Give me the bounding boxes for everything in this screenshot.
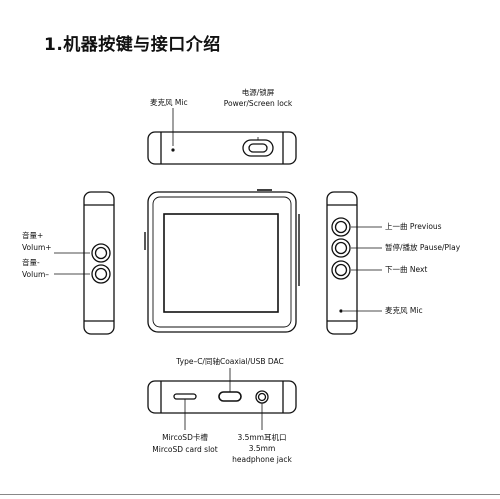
next-label: 下一曲 Next <box>385 265 427 275</box>
power-label-en: Power/Screen lock <box>205 99 311 109</box>
right-view-device <box>327 192 357 334</box>
vol-up-label-en: Volum+ <box>22 243 52 253</box>
right-mic-label: 麦克风 Mic <box>385 306 423 316</box>
vol-down-label-en: Volum– <box>22 270 49 280</box>
top-view-device <box>148 132 296 164</box>
bottom-view-device <box>148 381 296 413</box>
top-mic-hole <box>171 148 174 151</box>
previous-label: 上一曲 Previous <box>385 222 442 232</box>
jack-label-cn: 3.5mm耳机口 <box>222 433 302 443</box>
front-view-device <box>145 190 299 332</box>
vol-up-label-cn: 音量+ <box>22 231 43 241</box>
jack-label-mm: 3.5mm <box>222 444 302 454</box>
power-label-cn: 电源/锁屏 <box>210 88 306 98</box>
bottom-divider <box>0 494 500 495</box>
power-button-top <box>243 140 273 156</box>
sd-label-en: MircoSD card slot <box>135 445 235 455</box>
typec-label: Type–C/同轴Coaxial/USB DAC <box>150 357 310 367</box>
sd-label-cn: MircoSD卡槽 <box>140 433 230 443</box>
jack-label-en: headphone jack <box>217 455 307 465</box>
vol-down-label-cn: 音量- <box>22 258 40 268</box>
pause-play-label: 暂停/播放 Pause/Play <box>385 243 460 253</box>
right-mic-hole <box>339 309 342 312</box>
top-mic-label: 麦克风 Mic <box>150 98 188 108</box>
left-view-device <box>84 192 114 334</box>
